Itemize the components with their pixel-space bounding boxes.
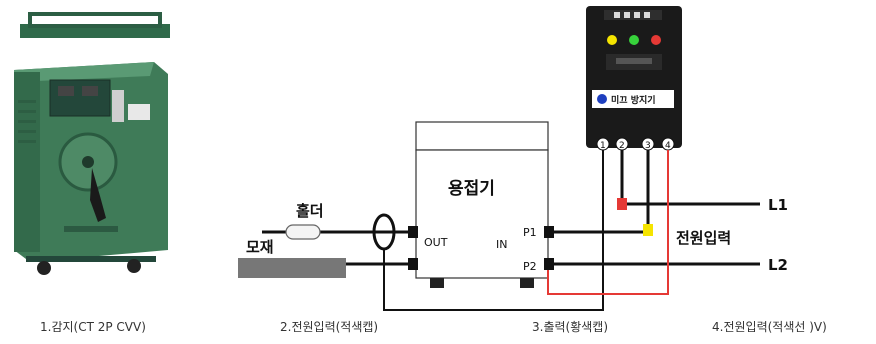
device-terminal-2-label: 2 [619, 141, 625, 151]
welder-box [415, 121, 549, 288]
out-terminal-bottom [408, 258, 418, 270]
power-input-label: 전원입력 [676, 229, 731, 247]
ct-sense-wire [383, 150, 604, 311]
welder-title: 용접기 [448, 179, 495, 199]
anti-slip-device [586, 6, 682, 148]
caption-power-input-red-cap: 2.전원입력(적색캡) [280, 320, 379, 334]
device-terminal-1-label: 1 [600, 141, 606, 151]
p2-terminal [544, 258, 554, 270]
terminal4-red-wire [547, 150, 669, 295]
red-cap-l1 [617, 198, 627, 210]
welder-machine-image [14, 12, 170, 275]
out-terminal-label: OUT [424, 236, 448, 249]
device-name-label: 미끄 방지기 [611, 94, 656, 106]
caption-output-yellow-cap: 3.출력(황색캡) [532, 320, 609, 334]
l2-label: L2 [768, 256, 788, 274]
base-metal-label: 모재 [246, 238, 274, 256]
out-terminal-top [408, 226, 418, 238]
p1-terminal-label: P1 [523, 226, 537, 239]
caption-power-input-red-wire: 4.전원입력(적색선 )V) [712, 320, 827, 334]
l1-label: L1 [768, 196, 788, 214]
yellow-cap-p1 [643, 224, 653, 236]
caption-ct-sense: 1.감지(CT 2P CVV) [40, 320, 146, 334]
holder-icon [285, 224, 321, 240]
holder-label: 홀더 [296, 202, 324, 220]
device-terminal-4-label: 4 [665, 141, 671, 151]
p2-terminal-label: P2 [523, 260, 537, 273]
base-metal-bar [238, 258, 346, 278]
p1-terminal [544, 226, 554, 238]
in-terminal-label: IN [496, 238, 507, 251]
device-terminal-3-label: 3 [645, 141, 651, 151]
